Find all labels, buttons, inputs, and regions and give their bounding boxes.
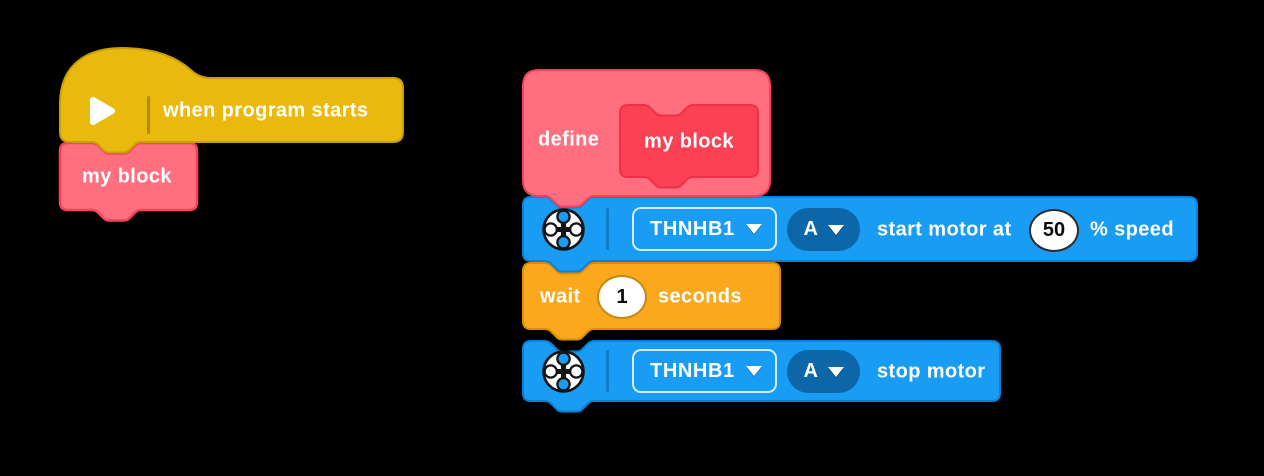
motor-icon — [541, 207, 586, 257]
port-dropdown-value: A — [803, 218, 819, 240]
define-keyword-label: define — [538, 128, 600, 151]
chevron-down-icon — [827, 224, 844, 235]
device-dropdown-value: THNHB1 — [650, 217, 735, 240]
chevron-down-icon — [827, 366, 844, 377]
wait-block-shape[interactable] — [522, 262, 781, 341]
play-icon — [89, 96, 117, 131]
motor-start-divider — [606, 208, 609, 250]
stop-motor-label: stop motor — [877, 360, 986, 383]
port-dropdown-value: A — [803, 360, 819, 382]
my-block-prototype-shape[interactable] — [619, 104, 759, 189]
my-block-prototype-label: my block — [644, 130, 734, 153]
start-block-divider — [147, 96, 150, 134]
device-dropdown[interactable]: THNHB1 — [632, 207, 777, 251]
wait-label: wait — [540, 285, 581, 308]
wait-duration-value: 1 — [616, 285, 628, 308]
port-dropdown[interactable]: A — [787, 350, 860, 393]
my-block-call-label: my block — [82, 165, 172, 188]
chevron-down-icon — [746, 224, 762, 234]
speed-value: 50 — [1042, 219, 1066, 241]
device-dropdown-value: THNHB1 — [650, 359, 735, 382]
when-program-starts-label: when program starts — [163, 99, 369, 122]
percent-speed-label: % speed — [1090, 218, 1174, 241]
seconds-label: seconds — [658, 285, 742, 308]
when-program-starts-block-shape[interactable] — [59, 46, 404, 154]
wait-duration-input[interactable]: 1 — [597, 275, 647, 319]
port-dropdown[interactable]: A — [787, 208, 860, 251]
motor-stop-divider — [606, 350, 609, 392]
speed-value-input[interactable]: 50 — [1029, 209, 1079, 252]
start-motor-at-label: start motor at — [877, 218, 1012, 241]
device-dropdown[interactable]: THNHB1 — [632, 349, 777, 393]
motor-icon — [541, 349, 586, 399]
chevron-down-icon — [746, 366, 762, 376]
